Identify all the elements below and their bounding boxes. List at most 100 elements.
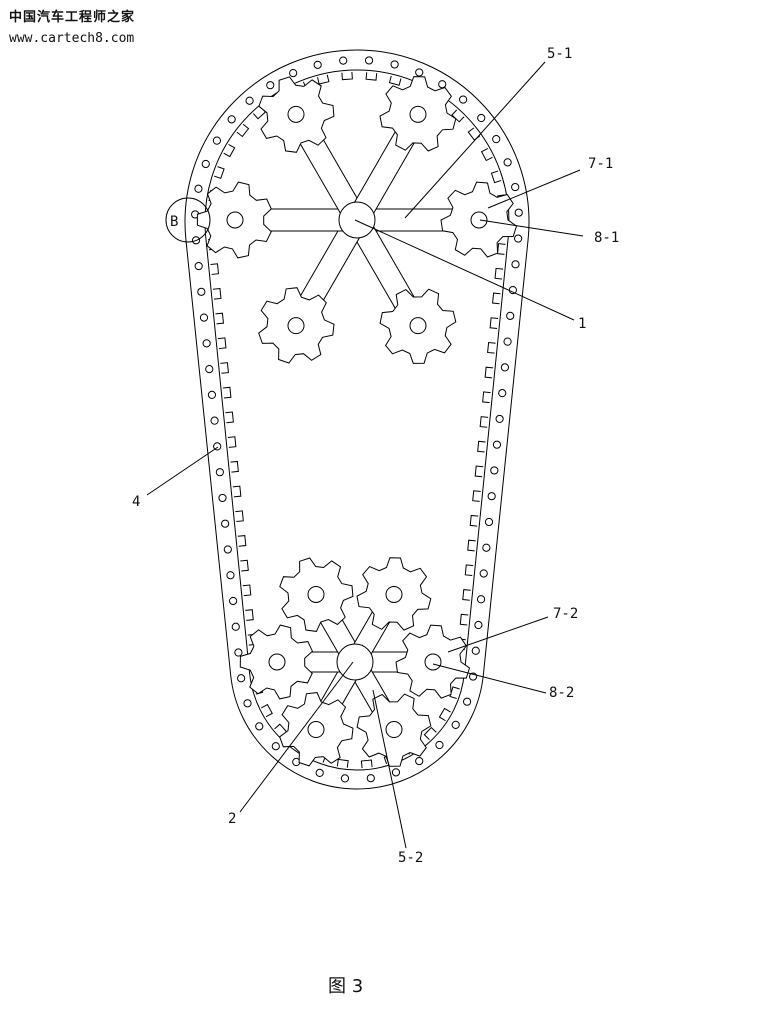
chain-roller <box>197 287 206 296</box>
belt-outer-edge <box>184 49 530 790</box>
belt-tooth <box>237 535 247 547</box>
lower-sprocket-pin <box>268 653 286 671</box>
lower-sprocket-pin <box>424 653 442 671</box>
belt-tooth <box>212 287 222 300</box>
chain-roller <box>477 113 486 123</box>
chain-roller <box>212 136 222 145</box>
belt-tooth <box>469 514 479 527</box>
belt-tooth <box>245 609 254 621</box>
chain-roller <box>415 68 424 77</box>
upper-assembly <box>196 76 518 364</box>
belt-tooth <box>240 559 249 572</box>
upper-sprocket-pin <box>287 105 305 123</box>
belt-tooth <box>472 490 481 502</box>
upper-sprocket-pin <box>409 105 427 123</box>
chain-roller <box>479 569 488 578</box>
chain-roller <box>511 182 520 192</box>
upper-sprocket-pin <box>287 317 305 335</box>
chain-roller <box>340 774 350 783</box>
chain-roller <box>503 337 512 346</box>
leader-2 <box>239 661 354 813</box>
belt-tooth <box>496 243 506 255</box>
upper-sprocket-pin <box>409 317 427 335</box>
belt-tooth <box>341 71 353 81</box>
label-7-2: 7-2 <box>553 606 578 622</box>
chain-roller <box>492 440 502 449</box>
chain-roller <box>234 648 243 657</box>
chain-roller <box>245 96 254 105</box>
belt-tooth <box>449 686 460 700</box>
belt-tooth <box>220 362 229 374</box>
chain-roller <box>221 519 230 528</box>
chain-roller <box>202 339 211 348</box>
belt-tooth <box>479 416 489 428</box>
chain-roller <box>435 740 444 750</box>
detail-circle-b <box>165 197 211 243</box>
chain-roller <box>266 81 275 90</box>
belt-tooth <box>365 72 378 81</box>
label-1: 1 <box>578 316 586 332</box>
leader-lines <box>146 61 584 849</box>
lower-assembly <box>239 557 471 767</box>
chain-roller <box>227 115 236 124</box>
chain-roller <box>237 674 246 683</box>
lower-hub <box>336 643 374 681</box>
chain-roller <box>462 697 472 706</box>
leader-5-1 <box>404 61 546 219</box>
belt-tooth <box>360 759 373 769</box>
chain-roller <box>476 595 486 604</box>
chain-roller <box>229 596 238 606</box>
label-8-1: 8-1 <box>594 230 619 246</box>
chain-roller <box>474 620 483 630</box>
chain-roller <box>231 622 240 631</box>
belt-tooth <box>225 411 234 424</box>
belt-tooth <box>217 337 227 350</box>
upper-hub <box>338 201 376 239</box>
chain-roller <box>390 60 399 69</box>
watermark-site-name: 中国汽车工程师之家 <box>9 10 136 25</box>
belt-tooth <box>222 386 232 399</box>
chain-roller <box>339 56 348 65</box>
chain-roller <box>438 80 447 89</box>
lower-sprocket-pin <box>385 585 403 603</box>
chain-roller <box>506 311 515 320</box>
lower-sprocket-pin <box>385 721 403 739</box>
belt-tooth <box>480 147 493 162</box>
chain-roller <box>194 184 203 193</box>
chain-roller <box>503 158 512 167</box>
chain-roller <box>487 492 496 501</box>
chain-roller <box>482 543 491 552</box>
leader-4 <box>146 446 219 496</box>
belt-tooth <box>336 758 349 768</box>
chain-roller <box>492 135 501 144</box>
chain-roller <box>201 159 210 169</box>
belt-tooth <box>438 707 451 722</box>
chain-roller <box>218 493 227 503</box>
chain-roller <box>210 416 219 425</box>
chain-roller <box>451 720 460 729</box>
leader-8-2 <box>432 663 547 694</box>
upper-sprocket-pin <box>226 211 244 229</box>
chain-roller <box>391 768 401 777</box>
label-8-2: 8-2 <box>549 685 574 701</box>
chain-roller <box>207 390 217 399</box>
watermark-url: www.cartech8.com <box>9 31 135 46</box>
belt-tooth <box>492 292 501 305</box>
chain-roller <box>484 517 494 527</box>
chain-roller <box>495 414 504 424</box>
belt-tooth <box>423 726 437 740</box>
chain-roller <box>223 545 232 554</box>
chain-roller <box>226 571 235 580</box>
belt-tooth <box>459 613 469 626</box>
chain-roller <box>366 774 375 783</box>
belt-tooth <box>317 74 330 85</box>
label-7-1: 7-1 <box>588 156 613 172</box>
chain-roller <box>313 60 322 69</box>
chain-roller <box>205 365 214 374</box>
belt-tooth <box>230 460 239 473</box>
chain-roller <box>514 208 523 217</box>
belt-tooth <box>484 366 494 379</box>
belt-tooth <box>482 391 491 404</box>
sprocket-assemblies <box>196 76 518 767</box>
chain-roller <box>364 56 374 65</box>
